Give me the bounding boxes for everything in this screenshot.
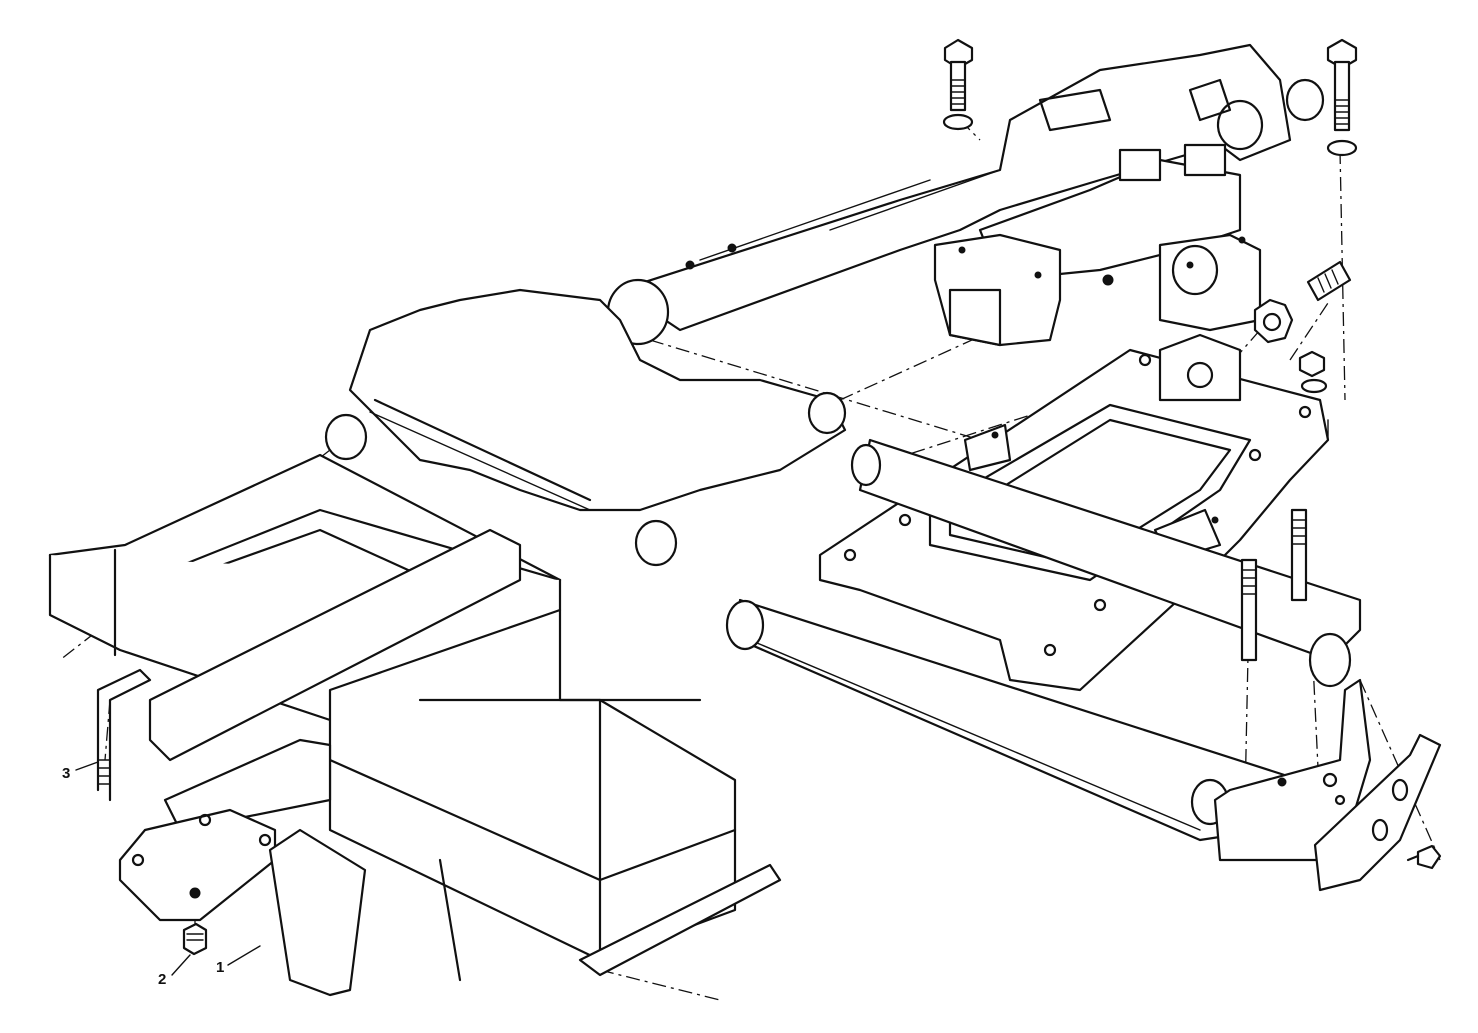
stud-and-nut — [1253, 260, 1352, 394]
strap-bracket — [1213, 678, 1372, 862]
callout-1: 1 — [216, 945, 261, 976]
callout-3-label: 3 — [62, 765, 70, 782]
clamp-plate — [1313, 733, 1442, 892]
callout-2: 2 — [158, 954, 191, 988]
bolt-left — [942, 38, 974, 131]
axle-tube — [725, 438, 1362, 842]
callout-2-label: 2 — [158, 971, 166, 988]
crossmember-tube — [324, 288, 847, 567]
bolt-right — [1326, 38, 1358, 157]
frame-assembly — [48, 453, 782, 997]
callout-3: 3 — [62, 761, 99, 782]
lift-arm-assembly — [606, 43, 1325, 347]
callout-1-label: 1 — [216, 959, 224, 976]
u-bolts — [1240, 508, 1308, 662]
